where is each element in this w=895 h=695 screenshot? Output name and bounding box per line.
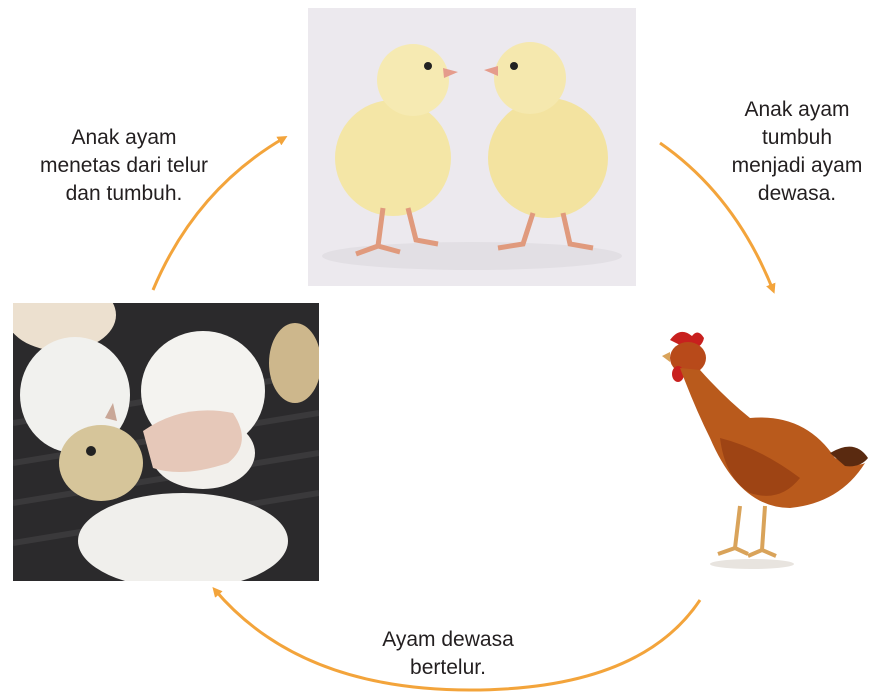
caption-laying-eggs: Ayam dewasa bertelur. (366, 626, 530, 682)
caption-growing: Anak ayam tumbuh menjadi ayam dewasa. (710, 96, 884, 208)
chicks-photo (308, 8, 636, 286)
hatching-egg-photo (13, 303, 319, 581)
caption-hatching: Anak ayam menetas dari telur dan tumbuh. (20, 124, 228, 208)
hen-photo (640, 318, 880, 572)
